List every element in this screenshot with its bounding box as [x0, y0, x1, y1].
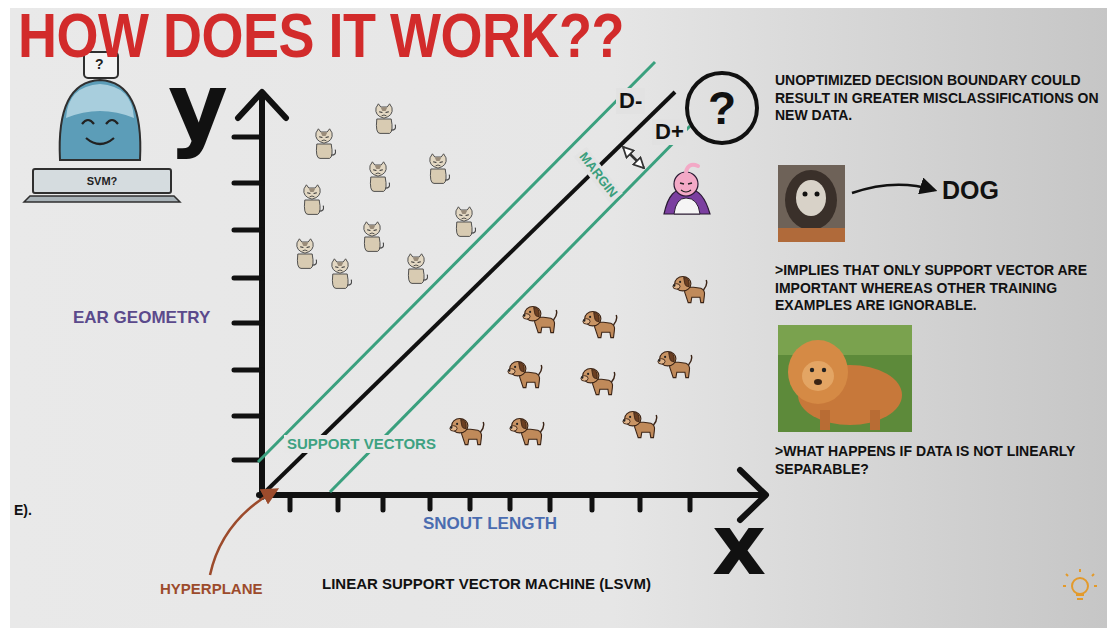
y-axis-arrowhead — [238, 92, 286, 118]
cat-point — [297, 239, 317, 269]
cat-point — [304, 185, 324, 215]
dog-point — [658, 352, 692, 378]
unknown-point-character — [664, 165, 710, 214]
hyperplane-label: HYPERPLANE — [160, 580, 263, 598]
diagram-caption-label: LINEAR SUPPORT VECTOR MACHINE (LSVM) — [322, 575, 651, 593]
robot-eyes — [82, 120, 118, 124]
cat-point — [332, 259, 352, 289]
lion-dog-photo — [778, 325, 912, 432]
hyperplane-leader — [210, 490, 276, 575]
dog-point — [508, 362, 542, 388]
node-text: ? — [708, 85, 736, 131]
robot-stand — [24, 196, 180, 202]
dog-points — [450, 277, 707, 445]
x-ticks — [290, 495, 690, 510]
y-axis-label: y — [168, 62, 228, 154]
robot-cap-mark: ? — [95, 56, 104, 73]
cat-point — [316, 129, 336, 159]
cat-point — [456, 207, 476, 237]
dog-point — [450, 419, 484, 445]
dog-point — [623, 412, 657, 438]
lightbulb-icon — [1063, 569, 1097, 599]
x-axis-label: x — [712, 503, 766, 587]
dog-point — [673, 277, 707, 303]
cat-point — [408, 254, 428, 284]
note-text: UNOPTIMIZED DECISION BOUNDARY COULD RESU… — [775, 72, 1105, 125]
slide-title: HOW DOES IT WORK?? — [18, 2, 624, 70]
question-circle: ? — [685, 71, 759, 145]
robot-icon — [24, 52, 180, 202]
robot-head — [60, 80, 141, 160]
cat-point — [370, 162, 390, 192]
robot-highlight — [66, 84, 134, 118]
cat-point — [364, 222, 384, 252]
dog-point — [510, 419, 544, 445]
margin-label: MARGIN — [574, 147, 622, 203]
class-label: DOG — [942, 175, 999, 205]
y-ticks — [234, 137, 262, 460]
margin-distance-label: D+ — [652, 119, 687, 145]
cat-point — [376, 104, 396, 134]
robot-smile — [86, 138, 114, 144]
axes — [234, 92, 766, 520]
y-axis-title: EAR GEOMETRY — [73, 308, 210, 328]
dog-point — [523, 307, 557, 333]
hyperplane-line — [262, 92, 675, 495]
x-axis-title: SNOUT LENGTH — [423, 514, 557, 534]
note-text: >IMPLIES THAT ONLY SUPPORT VECTOR ARE IM… — [775, 262, 1105, 315]
node-text: SVM? — [87, 176, 118, 187]
margin-arrow — [623, 147, 644, 168]
robot-label-plate: SVM? — [32, 168, 172, 194]
dog-point — [583, 312, 617, 338]
dog-photo — [778, 165, 845, 242]
cropped-text: E). — [14, 502, 32, 519]
support-vectors-label: SUPPORT VECTORS — [284, 435, 439, 453]
dog-point — [581, 369, 615, 395]
y-axis — [259, 94, 265, 497]
margin-distance-label: D- — [616, 88, 645, 114]
margin-line-upper — [258, 62, 655, 462]
note-text: >WHAT HAPPENS IF DATA IS NOT LINEARLY SE… — [775, 443, 1105, 478]
cat-point — [430, 154, 450, 184]
photo-to-class-arrow — [852, 185, 934, 193]
cat-points — [297, 104, 476, 289]
